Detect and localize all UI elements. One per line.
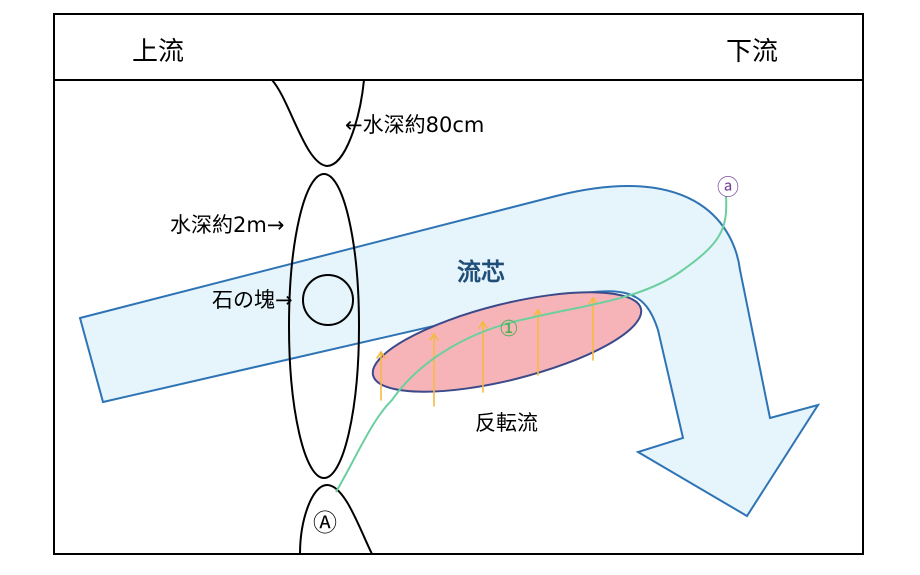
shallow-pool-top	[271, 79, 365, 168]
arrow-up-icon	[588, 296, 598, 361]
downstream-label: 下流	[726, 37, 778, 67]
reverse-flow-zone	[371, 291, 643, 393]
depth-80cm-label: ←水深約80cm	[345, 113, 484, 137]
deep-pool	[288, 173, 360, 479]
arrow-up-icon	[478, 320, 488, 393]
marker-end: ⓐ	[717, 176, 739, 201]
reverse-flow-label: 反転流	[475, 411, 538, 435]
marker-point-1: ①	[499, 317, 519, 342]
drift-path	[335, 195, 728, 493]
arrow-up-icon	[533, 308, 543, 376]
main-current-arrow	[78, 185, 821, 518]
arrow-up-icon	[376, 350, 386, 401]
rock-label: 石の塊→	[212, 288, 293, 312]
shallow-pool-bottom	[299, 483, 373, 555]
reverse-flow-arrows	[376, 296, 598, 407]
depth-2m-label: 水深約2m→	[170, 213, 284, 237]
main-current-label: 流芯	[457, 258, 505, 286]
rock-mass	[302, 274, 354, 326]
upstream-label: 上流	[132, 37, 184, 67]
arrow-up-icon	[429, 332, 439, 407]
marker-start: Ⓐ	[313, 509, 337, 537]
